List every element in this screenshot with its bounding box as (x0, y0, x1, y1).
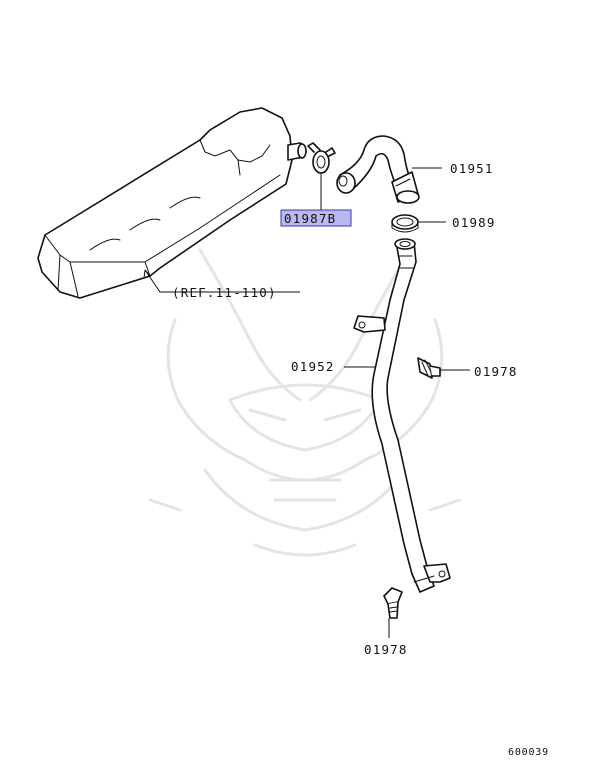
label-reference[interactable]: (REF.11-110) (172, 285, 277, 300)
label-clamp-lower[interactable]: 01989 (452, 215, 496, 230)
label-clamp-highlighted[interactable]: 01987B (284, 211, 336, 226)
label-hose[interactable]: 01951 (450, 161, 494, 176)
label-bolt-right[interactable]: 01978 (474, 364, 518, 379)
breather-hose (336, 135, 420, 204)
rocker-cover (37, 107, 307, 299)
bolt-right (417, 357, 441, 379)
hose-clamp-lower (391, 214, 419, 233)
hose-clamp-upper (307, 142, 336, 174)
diagram-number: 600039 (508, 747, 549, 758)
breather-tube (353, 238, 451, 593)
highlight-box (280, 209, 352, 227)
label-bolt-bottom[interactable]: 01978 (364, 642, 408, 657)
label-tube[interactable]: 01952 (291, 359, 335, 374)
bolt-bottom (383, 587, 403, 619)
watermark-emblem (148, 248, 462, 557)
leader-lines (143, 167, 470, 638)
